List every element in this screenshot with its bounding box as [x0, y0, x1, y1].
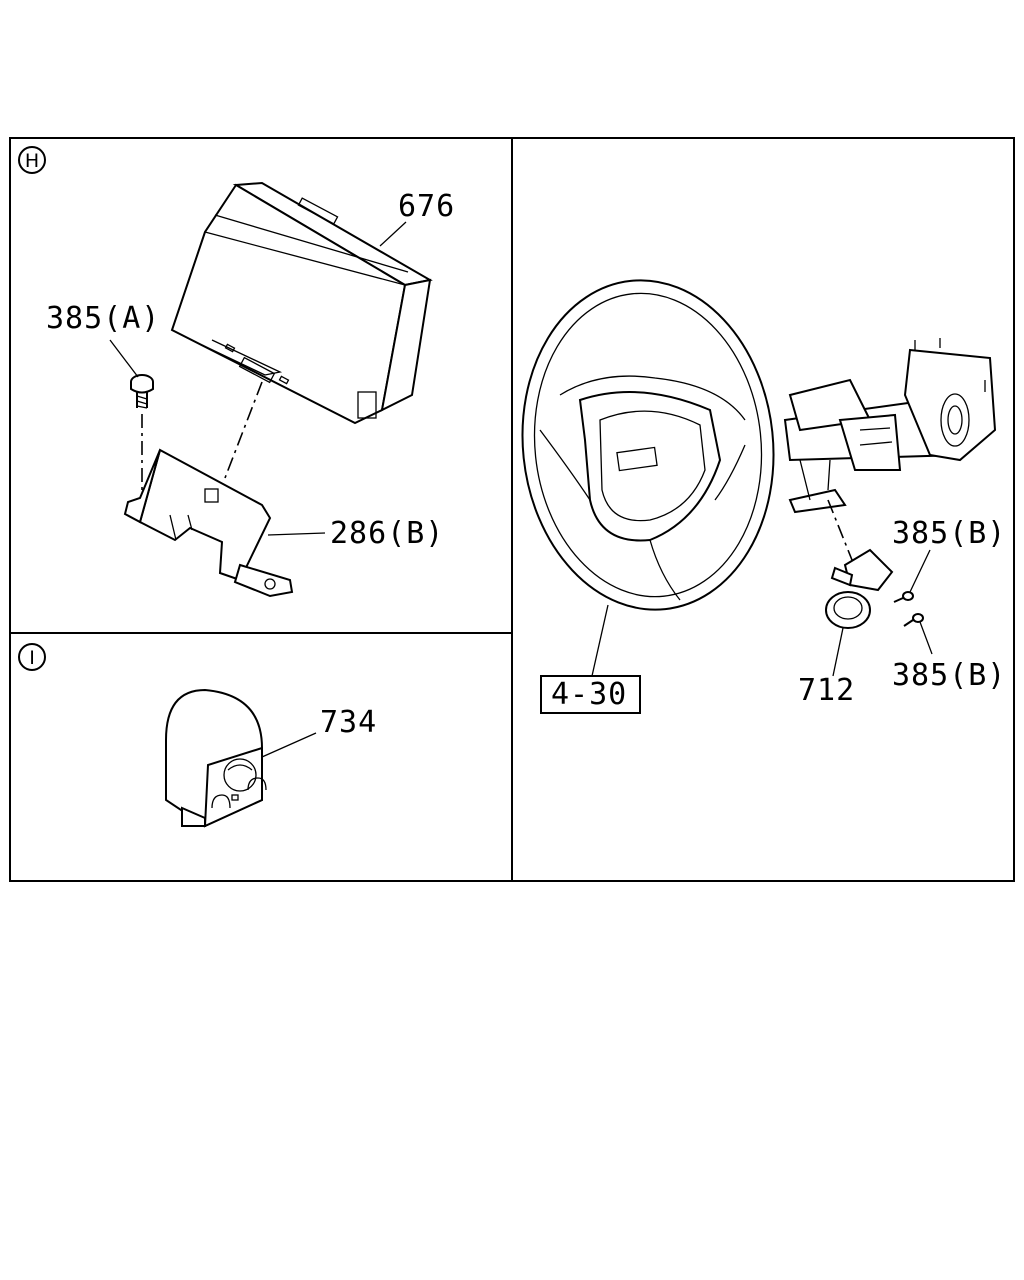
callout-676: 676: [398, 189, 455, 224]
leader-712: [832, 627, 844, 677]
control-unit-part: [170, 181, 433, 425]
callout-734: 734: [320, 705, 377, 740]
leader-385b-bottom: [919, 621, 933, 655]
callout-385b-top: 385(B): [892, 516, 1006, 551]
sensor-mount-axis: [827, 499, 853, 561]
callout-286b: 286(B): [330, 516, 444, 551]
diagram-frame: [9, 137, 1015, 882]
bracket-286b-part: [123, 448, 294, 598]
screw-385b-top-part: [893, 591, 914, 603]
steering-wheel-part: [521, 279, 775, 611]
section-i-label: I: [29, 647, 35, 669]
screw-385b-bottom-part: [903, 613, 924, 627]
leader-286b: [267, 532, 326, 536]
leader-430: [591, 604, 609, 677]
ref-430-box: [540, 675, 641, 714]
connector-734-part: [165, 688, 267, 828]
leader-676: [379, 221, 407, 247]
callout-385a: 385(A): [46, 301, 160, 336]
sensor-712-part: [825, 548, 894, 629]
section-h-marker: H: [18, 146, 46, 174]
bolt-385a-part: [130, 374, 154, 409]
callout-385b-bottom: 385(B): [892, 658, 1006, 693]
steering-column-part: [783, 338, 997, 514]
leader-385b-top: [909, 549, 931, 593]
section-i-marker: I: [18, 643, 46, 671]
leader-734: [261, 732, 317, 758]
unit-mount-axis: [224, 381, 263, 479]
callout-ref-430: 4-30: [551, 677, 627, 712]
leader-385a: [109, 339, 139, 378]
section-h-label: H: [25, 150, 39, 172]
callout-712: 712: [798, 673, 855, 708]
